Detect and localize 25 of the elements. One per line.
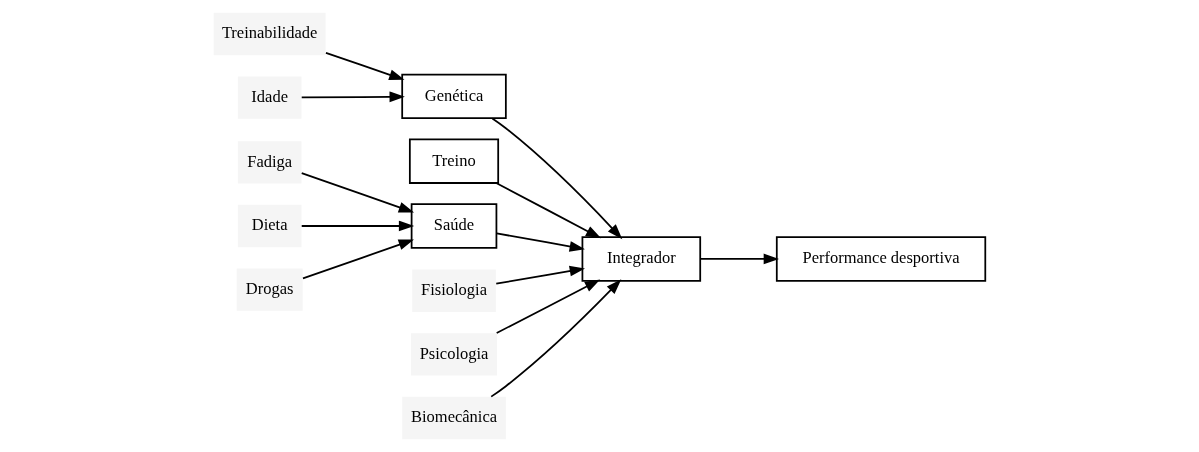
arrow bbox=[495, 279, 601, 334]
arrow bbox=[495, 265, 585, 285]
node-box: Integrador bbox=[581, 236, 702, 282]
node-box: Fisiologia bbox=[412, 269, 496, 312]
arrow bbox=[300, 220, 415, 232]
arrow bbox=[495, 232, 585, 252]
arrow bbox=[300, 91, 405, 103]
node-box: Saúde bbox=[410, 203, 498, 249]
arrow bbox=[490, 279, 622, 398]
arrow bbox=[699, 253, 779, 265]
node-box: Treinabilidade bbox=[213, 12, 326, 56]
arrow bbox=[302, 239, 414, 280]
arrow bbox=[495, 182, 602, 239]
node-box: Drogas bbox=[236, 268, 303, 311]
node-box: Idade bbox=[237, 76, 302, 119]
node-box: Dieta bbox=[237, 204, 302, 248]
node-box: Performance desportiva bbox=[775, 236, 987, 282]
node-box: Fadiga bbox=[237, 141, 302, 184]
arrow bbox=[325, 52, 405, 80]
node-box: Treino bbox=[408, 138, 500, 184]
node-box: Genética bbox=[401, 73, 507, 120]
node-box: Psicologia bbox=[411, 333, 497, 376]
node-box: Biomecânica bbox=[402, 396, 506, 440]
arrow bbox=[491, 117, 623, 240]
arrow bbox=[300, 172, 415, 213]
